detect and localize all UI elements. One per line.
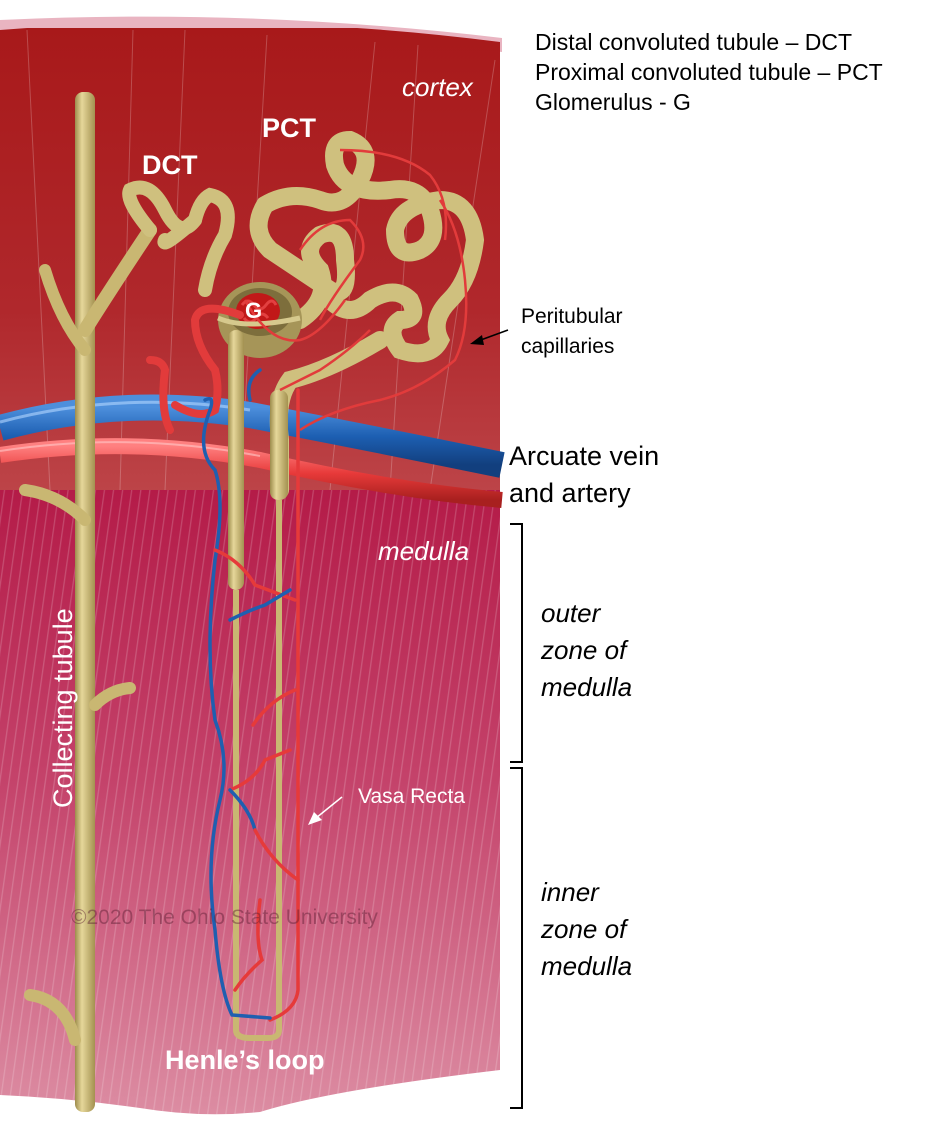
vasa-recta-label: Vasa Recta	[358, 785, 465, 808]
vasa-recta	[201, 368, 300, 1022]
collecting-tubule-label: Collecting tubule	[48, 608, 78, 808]
outer-zone-line-2: zone of	[541, 635, 627, 665]
outer-zone-label: outer zone of medulla	[541, 595, 632, 706]
vasa-recta-arrow	[308, 796, 343, 825]
inner-zone-label: inner zone of medulla	[541, 874, 632, 985]
legend-item-dct: Distal convoluted tubule – DCT	[535, 29, 853, 55]
glomerulus-label: G	[245, 298, 263, 323]
copyright-watermark: ©2020 The Ohio State University	[71, 906, 378, 929]
arcuate-line-2: and artery	[509, 478, 631, 508]
abbreviation-legend: Distal convoluted tubule – DCT Proximal …	[535, 27, 883, 117]
legend-item-glomerulus: Glomerulus - G	[535, 89, 691, 115]
outer-zone-line-3: medulla	[541, 672, 633, 702]
peritubular-arrow	[470, 329, 509, 345]
peritubular-line-1: Peritubular	[521, 305, 623, 328]
loop-of-henle	[228, 330, 288, 1041]
outer-zone-bracket	[510, 523, 523, 763]
medulla-label: medulla	[378, 536, 470, 566]
collecting-tubule	[19, 92, 157, 1112]
inner-zone-bracket	[510, 767, 523, 1109]
outer-zone-line-1: outer	[541, 598, 601, 628]
dct-label: DCT	[142, 150, 198, 180]
arcuate-vessels-label: Arcuate vein and artery	[509, 438, 659, 512]
inner-zone-line-3: medulla	[541, 951, 633, 981]
peritubular-capillaries	[243, 148, 468, 432]
legend-item-pct: Proximal convoluted tubule – PCT	[535, 59, 883, 85]
cortex-label: cortex	[402, 72, 473, 102]
inner-zone-line-1: inner	[541, 877, 599, 907]
peritubular-capillaries-label: Peritubular capillaries	[521, 302, 623, 362]
peritubular-line-2: capillaries	[521, 335, 615, 358]
renal-capsule	[0, 16, 502, 53]
inner-zone-line-2: zone of	[541, 914, 627, 944]
pct-label: PCT	[262, 113, 316, 143]
distal-convoluted-tubule	[122, 180, 235, 297]
henles-loop-label: Henle’s loop	[165, 1045, 325, 1075]
arcuate-line-1: Arcuate vein	[509, 441, 660, 471]
